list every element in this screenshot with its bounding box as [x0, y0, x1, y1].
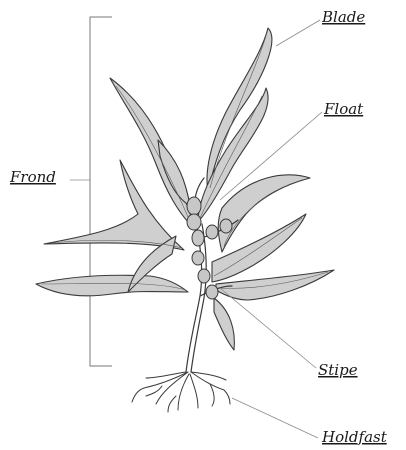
- holdfast-roots: [132, 372, 230, 412]
- stipe-leader: [220, 288, 316, 368]
- blade-leader: [276, 20, 320, 46]
- blade-lower-left: [36, 275, 188, 296]
- blade-right-drop: [214, 298, 234, 350]
- float-1: [187, 197, 201, 215]
- label-frond: Frond: [9, 168, 56, 186]
- holdfast-leader: [232, 398, 318, 438]
- blades: [36, 28, 334, 350]
- blade-tall-left: [110, 78, 196, 230]
- label-holdfast: Holdfast: [321, 428, 388, 446]
- float-6: [192, 251, 204, 265]
- label-float: Float: [323, 100, 364, 118]
- label-blade: Blade: [321, 8, 365, 26]
- float-2: [187, 214, 201, 230]
- float-8: [206, 285, 218, 299]
- label-stipe: Stipe: [318, 361, 358, 379]
- blade-ribs: [42, 36, 328, 290]
- frond-bracket: [90, 17, 112, 366]
- float-4: [206, 225, 218, 239]
- float-7: [198, 269, 210, 283]
- float-5: [220, 219, 232, 233]
- float-3: [192, 230, 204, 246]
